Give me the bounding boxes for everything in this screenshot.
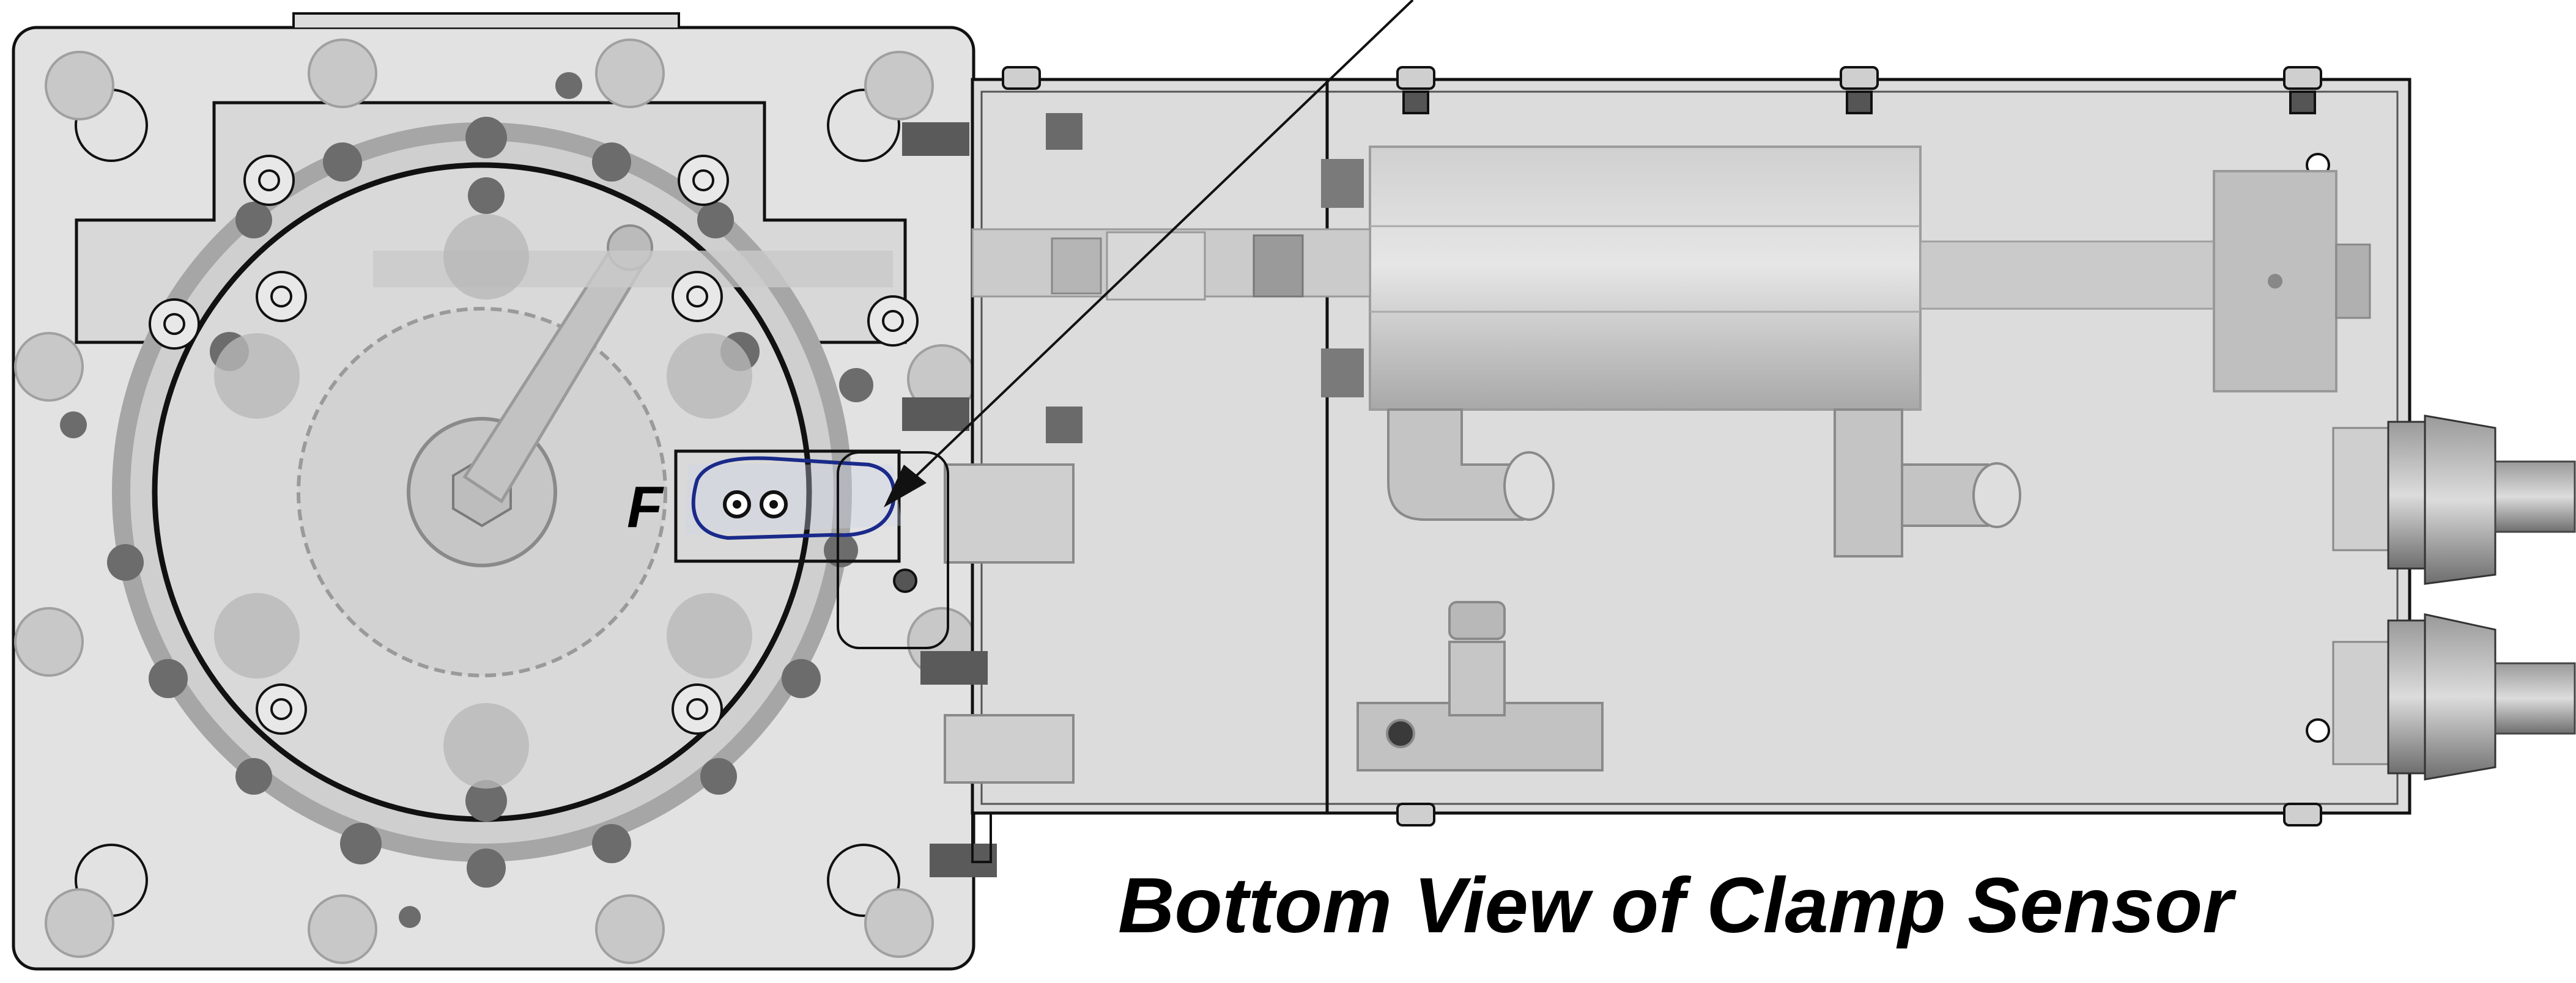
corner-hole-icon [827, 89, 900, 162]
mounting-screws [149, 155, 919, 735]
rotary-ring [112, 122, 893, 862]
perimeter-bolts [14, 39, 977, 964]
rivet-icon [2306, 718, 2330, 743]
callout-label-f: F [627, 474, 664, 540]
housing-top-nuts [1002, 66, 2322, 827]
sensor-callout: F [627, 449, 949, 649]
pneumatic-cylinder [1369, 145, 2371, 411]
air-fittings [944, 408, 2021, 784]
corner-hole-icon [827, 844, 900, 917]
leader-arrow-icon [884, 465, 927, 507]
diagram-caption: Bottom View of Clamp Sensor [1118, 862, 2237, 949]
sensor-screw-icon [893, 569, 917, 593]
clamp-pads [214, 214, 752, 789]
cable-connectors [2332, 414, 2576, 781]
threaded-rod [902, 113, 1371, 877]
sensor-housing [971, 66, 2411, 827]
leader-line [884, 0, 1414, 507]
